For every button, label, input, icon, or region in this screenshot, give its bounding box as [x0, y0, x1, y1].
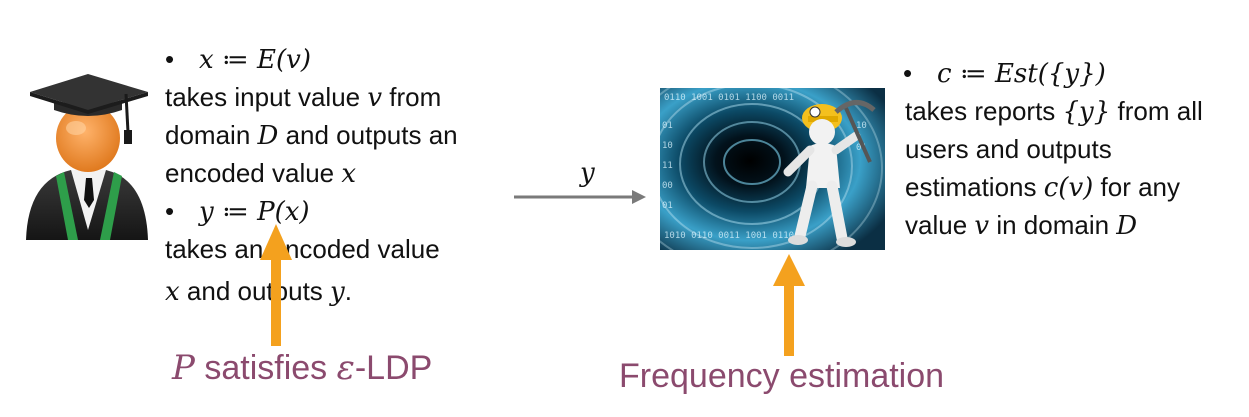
- ldp-callout: P satisfies ε-LDP: [172, 348, 432, 388]
- estimate-bullet: • c ≔ Est({y}): [903, 54, 1106, 93]
- var-cv: c(v): [1043, 173, 1094, 203]
- estimate-desc-text: value: [905, 210, 975, 240]
- bullet-dot: •: [903, 58, 913, 88]
- perturb-bullet: • y ≔ P(x): [165, 192, 310, 231]
- var-D: D: [257, 121, 279, 151]
- svg-text:1010 0110 0011 1001 0110: 1010 0110 0011 1001 0110: [664, 231, 794, 241]
- estimate-desc-line-4: value v in domain D: [905, 206, 1137, 245]
- ldp-text: satisfies: [194, 349, 337, 387]
- var-x: x: [341, 159, 357, 189]
- estimate-desc-line-2: users and outputs: [905, 130, 1112, 168]
- arrow-label: y: [580, 158, 595, 188]
- perturb-desc-text: takes an encoded value: [165, 234, 440, 264]
- estimate-desc-line-3: estimations c(v) for any: [905, 168, 1180, 207]
- encode-desc-text: encoded value: [165, 158, 342, 188]
- estimate-desc-text: users and outputs: [905, 134, 1112, 164]
- ldp-text: -LDP: [354, 349, 433, 387]
- encode-desc-text: and outputs an: [278, 120, 458, 150]
- perturb-formula: y ≔ P(x): [199, 197, 310, 227]
- perturb-desc-line-1: takes an encoded value: [165, 230, 440, 268]
- orange-arrow-frequency: [771, 252, 807, 361]
- svg-text:10: 10: [856, 121, 867, 131]
- gray-arrow: [512, 182, 648, 217]
- encode-formula: x ≔ E(v): [199, 45, 312, 75]
- var-y-set: {y}: [1062, 97, 1111, 127]
- encode-desc-line-3: encoded value x: [165, 154, 356, 193]
- var-epsilon: ε: [336, 348, 355, 388]
- estimate-desc-text: estimations: [905, 172, 1044, 202]
- estimate-desc-text: for any: [1093, 172, 1181, 202]
- estimate-desc-text: in domain: [989, 210, 1117, 240]
- svg-text:10: 10: [662, 141, 673, 151]
- estimate-desc-text: takes reports: [905, 96, 1063, 126]
- data-tunnel-miner-image: 0110 1001 0101 1100 0011 1010 0110 0011 …: [660, 88, 885, 250]
- perturb-desc-line-2: x and outputs y.: [165, 272, 352, 311]
- perturb-desc-text: .: [344, 276, 352, 306]
- bullet-dot: •: [165, 196, 175, 226]
- bullet-dot: •: [165, 44, 175, 74]
- frequency-estimation-callout: Frequency estimation: [619, 357, 945, 395]
- encode-desc-line-2: domain D and outputs an: [165, 116, 458, 155]
- encode-desc-text: from: [382, 82, 442, 112]
- var-x: x: [165, 277, 180, 307]
- estimate-desc-line-1: takes reports {y} from all: [905, 92, 1203, 131]
- perturb-desc-text: and outputs: [179, 276, 331, 306]
- svg-text:11: 11: [662, 161, 673, 171]
- encode-desc-line-1: takes input value v from: [165, 78, 441, 117]
- estimate-desc-text: from all: [1110, 96, 1203, 126]
- graduate-user-icon: [16, 70, 156, 245]
- svg-text:0110 1001 0101 1100 0011: 0110 1001 0101 1100 0011: [664, 93, 794, 103]
- encode-desc-text: domain: [165, 120, 258, 150]
- svg-text:00: 00: [662, 181, 673, 191]
- encode-desc-text: takes input value: [165, 82, 368, 112]
- var-v: v: [367, 83, 383, 113]
- var-D: D: [1116, 211, 1138, 241]
- svg-text:01: 01: [662, 201, 673, 211]
- estimate-formula: c ≔ Est({y}): [937, 59, 1106, 89]
- var-P: P: [172, 348, 195, 388]
- encode-bullet: • x ≔ E(v): [165, 40, 311, 79]
- var-y: y: [330, 277, 345, 307]
- svg-text:01: 01: [662, 121, 673, 131]
- svg-text:01: 01: [856, 143, 867, 153]
- orange-arrow-ldp: [258, 222, 294, 351]
- var-v: v: [974, 211, 990, 241]
